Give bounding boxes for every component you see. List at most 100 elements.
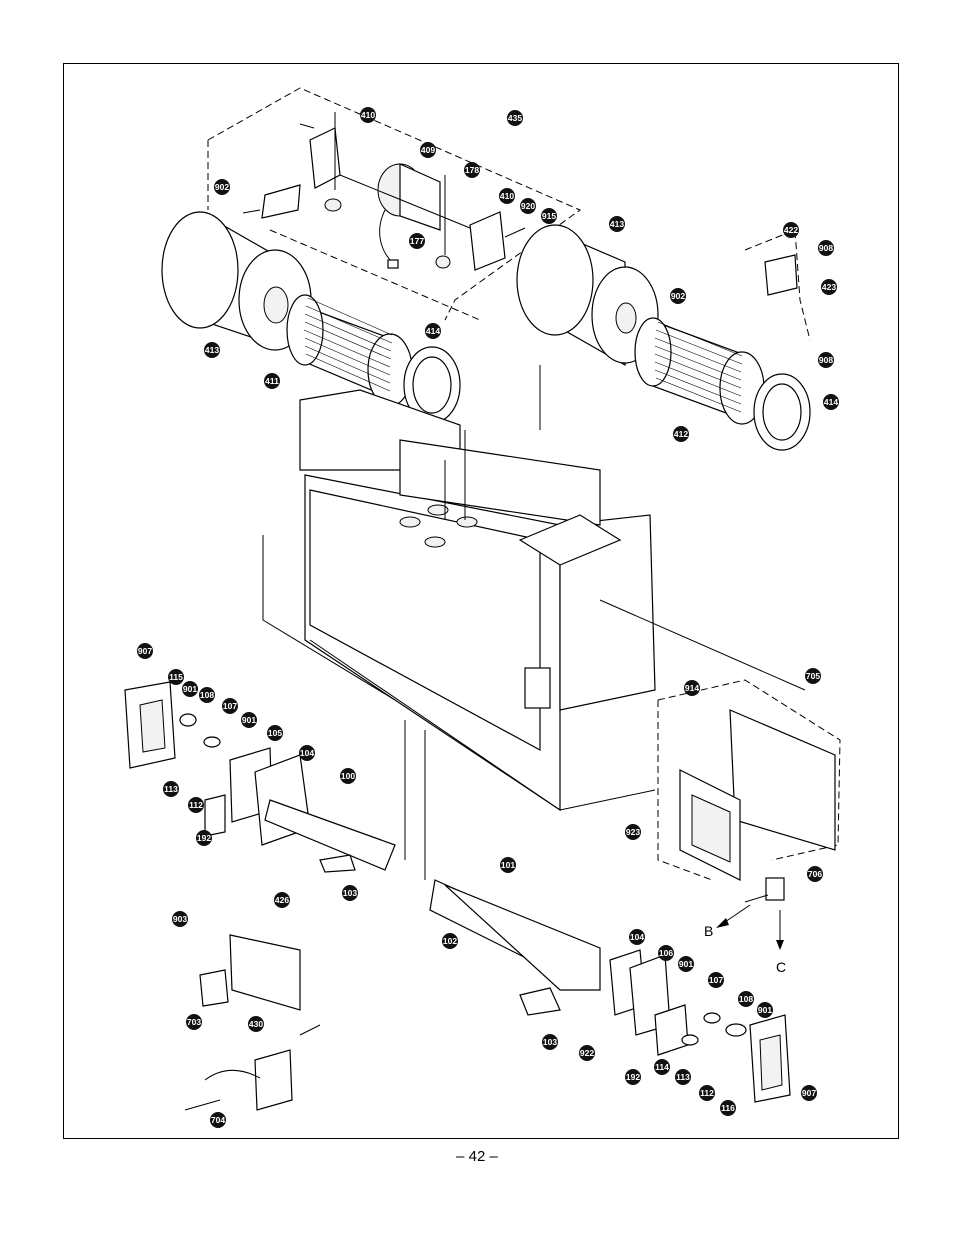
svg-text:192: 192 xyxy=(626,1072,640,1082)
svg-text:901: 901 xyxy=(679,959,693,969)
main-cabinet xyxy=(262,365,806,880)
page-number: – 42 – xyxy=(456,1148,498,1165)
direction-arrows: B C xyxy=(704,904,786,975)
svg-text:102: 102 xyxy=(443,936,457,946)
callout-104: 104 xyxy=(629,929,645,945)
svg-text:703: 703 xyxy=(187,1017,201,1027)
svg-text:908: 908 xyxy=(819,355,833,365)
svg-text:104: 104 xyxy=(300,748,314,758)
svg-text:430: 430 xyxy=(249,1019,263,1029)
callout-914: 914 xyxy=(684,680,700,696)
callout-101: 101 xyxy=(500,857,516,873)
svg-text:704: 704 xyxy=(211,1115,225,1125)
callout-414: 414 xyxy=(823,394,839,410)
callout-922: 922 xyxy=(579,1045,595,1061)
callout-915: 915 xyxy=(541,208,557,224)
callout-902: 902 xyxy=(670,288,686,304)
callout-114: 114 xyxy=(654,1059,670,1075)
svg-text:922: 922 xyxy=(580,1048,594,1058)
callout-103: 103 xyxy=(342,885,358,901)
svg-text:177: 177 xyxy=(410,236,424,246)
lower-chassis xyxy=(429,879,791,1103)
callout-192: 192 xyxy=(625,1069,641,1085)
svg-text:192: 192 xyxy=(197,833,211,843)
svg-text:409: 409 xyxy=(421,145,435,155)
svg-text:411: 411 xyxy=(265,376,279,386)
diagram-frame xyxy=(63,63,899,1139)
svg-text:114: 114 xyxy=(655,1062,669,1072)
callout-901: 901 xyxy=(757,1002,773,1018)
callout-104: 104 xyxy=(299,745,315,761)
callout-103: 103 xyxy=(542,1034,558,1050)
svg-text:907: 907 xyxy=(802,1088,816,1098)
callout-108: 108 xyxy=(199,687,215,703)
callouts: 410 435 409 178 902 410 920 915 177 413 … xyxy=(137,107,839,1128)
callout-108: 108 xyxy=(738,991,754,1007)
svg-text:108: 108 xyxy=(739,994,753,1004)
callout-107: 107 xyxy=(708,972,724,988)
callout-409: 409 xyxy=(420,142,436,158)
svg-text:107: 107 xyxy=(709,975,723,985)
svg-text:923: 923 xyxy=(626,827,640,837)
svg-text:107: 107 xyxy=(223,701,237,711)
callout-177: 177 xyxy=(409,233,425,249)
left-end-parts xyxy=(124,681,396,873)
callout-410: 410 xyxy=(360,107,376,123)
callout-414: 414 xyxy=(425,323,441,339)
svg-text:108: 108 xyxy=(200,690,214,700)
svg-text:413: 413 xyxy=(610,219,624,229)
motor-assembly xyxy=(207,87,582,321)
svg-text:920: 920 xyxy=(521,201,535,211)
callout-112: 112 xyxy=(699,1085,715,1101)
svg-text:410: 410 xyxy=(361,110,375,120)
callout-113: 113 xyxy=(675,1069,691,1085)
callout-113: 113 xyxy=(163,781,179,797)
svg-text:705: 705 xyxy=(806,671,820,681)
callout-703: 703 xyxy=(186,1014,202,1030)
callout-902: 902 xyxy=(214,179,230,195)
callout-908: 908 xyxy=(818,240,834,256)
svg-text:902: 902 xyxy=(671,291,685,301)
svg-text:116: 116 xyxy=(721,1103,735,1113)
svg-text:104: 104 xyxy=(630,932,644,942)
callout-100: 100 xyxy=(340,768,356,784)
svg-text:413: 413 xyxy=(205,345,219,355)
callout-901: 901 xyxy=(182,681,198,697)
direction-letter-b: B xyxy=(704,923,713,939)
svg-text:903: 903 xyxy=(173,914,187,924)
svg-text:414: 414 xyxy=(426,326,440,336)
callout-426: 426 xyxy=(274,892,290,908)
bottom-left-board xyxy=(184,934,321,1111)
right-blower xyxy=(516,224,811,451)
svg-text:410: 410 xyxy=(500,191,514,201)
svg-text:106: 106 xyxy=(659,948,673,958)
callout-413: 413 xyxy=(204,342,220,358)
svg-text:915: 915 xyxy=(542,211,556,221)
callout-410: 410 xyxy=(499,188,515,204)
direction-letter-c: C xyxy=(776,959,786,975)
svg-text:112: 112 xyxy=(700,1088,714,1098)
callout-907: 907 xyxy=(801,1085,817,1101)
callout-411: 411 xyxy=(264,373,280,389)
svg-text:901: 901 xyxy=(242,715,256,725)
callout-105: 105 xyxy=(267,725,283,741)
svg-text:908: 908 xyxy=(819,243,833,253)
svg-text:414: 414 xyxy=(824,397,838,407)
svg-text:101: 101 xyxy=(501,860,515,870)
callout-908: 908 xyxy=(818,352,834,368)
svg-text:103: 103 xyxy=(543,1037,557,1047)
callout-192: 192 xyxy=(196,830,212,846)
callout-112: 112 xyxy=(188,797,204,813)
callout-901: 901 xyxy=(241,712,257,728)
svg-text:100: 100 xyxy=(341,771,355,781)
left-blower xyxy=(161,210,461,424)
svg-text:412: 412 xyxy=(674,429,688,439)
svg-text:423: 423 xyxy=(822,282,836,292)
svg-text:901: 901 xyxy=(183,684,197,694)
callout-106: 106 xyxy=(658,945,674,961)
callout-706: 706 xyxy=(807,866,823,882)
callout-102: 102 xyxy=(442,933,458,949)
svg-text:426: 426 xyxy=(275,895,289,905)
callout-430: 430 xyxy=(248,1016,264,1032)
